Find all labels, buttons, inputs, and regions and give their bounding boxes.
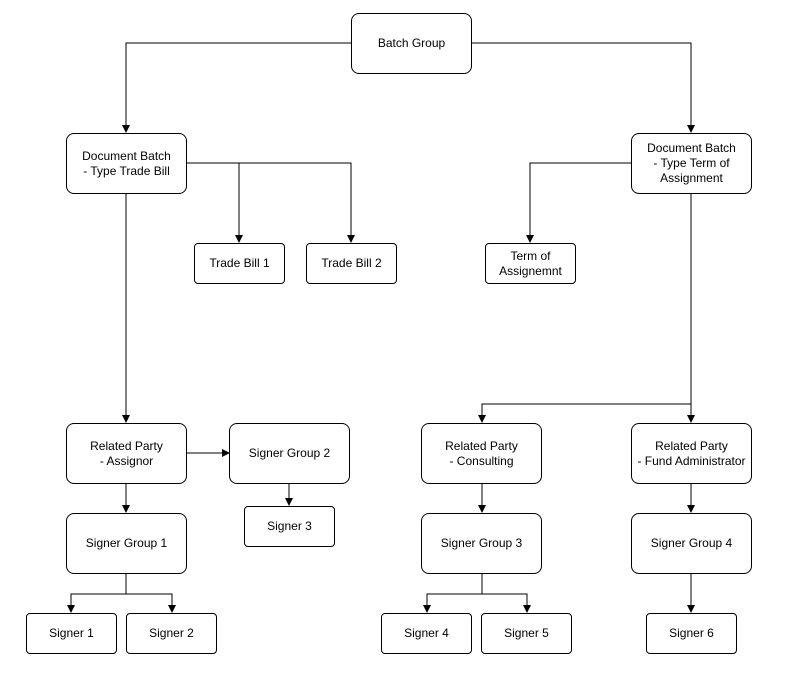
trade-bill-1-node: Trade Bill 1 xyxy=(194,243,285,284)
signer-group-3-node: Signer Group 3 xyxy=(421,513,542,574)
signer-5-node: Signer 5 xyxy=(481,613,572,654)
edge-tradebill-batch-to-trade-bill-1 xyxy=(187,162,243,243)
trade-bill-2-node: Trade Bill 2 xyxy=(306,243,397,284)
signer-2-node: Signer 2 xyxy=(126,613,217,654)
signer-group-2-node: Signer Group 2 xyxy=(229,423,350,484)
edge-batch-to-term-batch xyxy=(472,42,695,133)
edge-term-batch-to-term-of-assignment xyxy=(526,162,631,243)
edge-signer-group-3-to-signer-4 xyxy=(423,574,483,613)
signer-3-node: Signer 3 xyxy=(244,506,335,547)
edge-signer-group-1-to-signer-2 xyxy=(126,593,176,613)
related-party-assignor-node: Related Party - Assignor xyxy=(66,423,187,484)
document-batch-trade-bill-node: Document Batch - Type Trade Bill xyxy=(66,133,187,194)
edge-signer-group-3-to-signer-5 xyxy=(482,593,531,613)
signer-4-node: Signer 4 xyxy=(381,613,472,654)
edge-signer-group-1-to-signer-1 xyxy=(67,574,127,613)
related-party-consulting-node: Related Party - Consulting xyxy=(421,423,542,484)
edge-tradebill-batch-to-trade-bill-2 xyxy=(239,162,355,243)
signer-6-node: Signer 6 xyxy=(646,613,737,654)
term-of-assignment-node: Term of Assignemnt xyxy=(485,243,576,284)
related-party-fund-administrator-node: Related Party - Fund Administrator xyxy=(631,423,752,484)
signer-group-1-node: Signer Group 1 xyxy=(66,513,187,574)
signer-1-node: Signer 1 xyxy=(26,613,117,654)
document-batch-term-of-assignment-node: Document Batch - Type Term of Assignment xyxy=(631,133,752,194)
batch-group-node: Batch Group xyxy=(351,13,472,74)
edge-term-batch-to-consulting xyxy=(478,403,691,423)
edge-batch-to-tradebill-batch xyxy=(122,42,351,133)
signer-group-4-node: Signer Group 4 xyxy=(631,513,752,574)
